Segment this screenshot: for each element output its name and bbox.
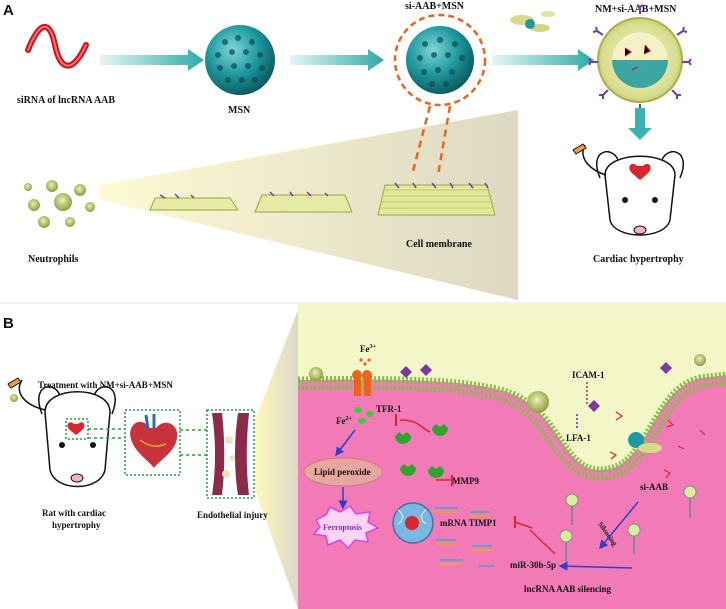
panel-b-letter: B	[3, 315, 14, 332]
cell-membrane-label: Cell membrane	[406, 239, 472, 250]
cell-membrane-line	[297, 371, 726, 474]
tfr1-label: TFR-1	[376, 404, 402, 414]
icam1-label: ICAM-1	[572, 370, 605, 380]
membrane-slab-3	[377, 182, 496, 216]
neutrophils-cluster	[24, 180, 95, 228]
fe2-ions	[354, 407, 374, 424]
neutrophils-label: Neutrophils	[28, 254, 78, 265]
arrow-to-nm	[492, 49, 594, 71]
lipid-peroxide-ellipse	[303, 457, 383, 487]
si-aab-to-silencing-arrow	[599, 501, 639, 550]
rat-label-line2: hypertrophy	[52, 520, 101, 530]
nm-si-aab-msn-particle	[588, 4, 692, 114]
arrow-to-mouse	[628, 108, 652, 140]
silencing-to-mir-arrow	[558, 561, 633, 571]
ferroptosis-label: Ferroptosis	[323, 523, 362, 532]
si-aab-msn-dashed-circle	[393, 13, 487, 107]
lncrna-hairpins	[559, 485, 697, 562]
msn-label: MSN	[228, 105, 251, 116]
tfr1-inhibition	[399, 419, 431, 433]
si-aab-label: si-AAB	[640, 482, 668, 492]
mrna-timp1-label: mRNA TIMP1	[440, 518, 497, 528]
panel-a-letter: A	[3, 2, 14, 19]
msn-particle	[205, 25, 275, 95]
nm-particles-outside	[309, 354, 706, 413]
tfr1-channel	[352, 370, 372, 396]
mouse-a-icon	[572, 143, 685, 236]
icam-purple-markers	[400, 362, 672, 412]
fe3-label: Fe3+	[360, 344, 377, 354]
mmp9-label: MMP9	[452, 476, 479, 486]
sirna-label: siRNA of lncRNA AAB	[17, 95, 115, 106]
arrow-msn-to-si-aab	[290, 49, 384, 71]
arrow-sirna-to-msn	[100, 49, 204, 71]
ferroptosis-burst	[312, 505, 380, 550]
lncrna-silencing-label: lncRNA AAB silencing	[524, 584, 612, 594]
nucleus-icon	[392, 502, 434, 544]
mirna-to-timp-arrow	[529, 529, 556, 555]
cardiac-hypertrophy-label: Cardiac hypertrophy	[593, 254, 684, 265]
endothelial-injury-label: Endothelial injury	[197, 510, 268, 520]
fe2-label: Fe2+	[336, 416, 353, 426]
fe-to-lipid-arrow	[335, 429, 356, 457]
si-aab-release	[609, 411, 706, 479]
membrane-slab-1	[149, 193, 239, 211]
membrane-fragments-icon	[510, 11, 555, 32]
nm-si-aab-msn-label: NM+si-AAB+MSN	[595, 4, 677, 15]
treatment-label: Treatment with NM+si-AAB+MSN	[38, 380, 173, 390]
timp-proteins	[395, 424, 448, 478]
mir30b-label: miR-30b-5p	[510, 560, 556, 570]
mir-timp1-inhibition	[514, 521, 533, 529]
membrane-slab-2	[254, 191, 353, 213]
rat-label-line1: Rat with cardiac	[42, 508, 106, 518]
si-aab-msn-label: si-AAB+MSN	[405, 1, 465, 12]
endothelium-beam	[255, 310, 298, 609]
fe3-ions	[359, 358, 371, 366]
lipid-peroxide-label: Lipid peroxide	[314, 467, 371, 477]
rat-icon	[7, 377, 116, 488]
vessel-icon	[206, 409, 255, 499]
si-aab-msn-particle	[406, 26, 474, 94]
heart-icon	[124, 409, 181, 476]
lfa1-label: LFA-1	[566, 433, 591, 443]
mrna-strands	[434, 507, 494, 567]
